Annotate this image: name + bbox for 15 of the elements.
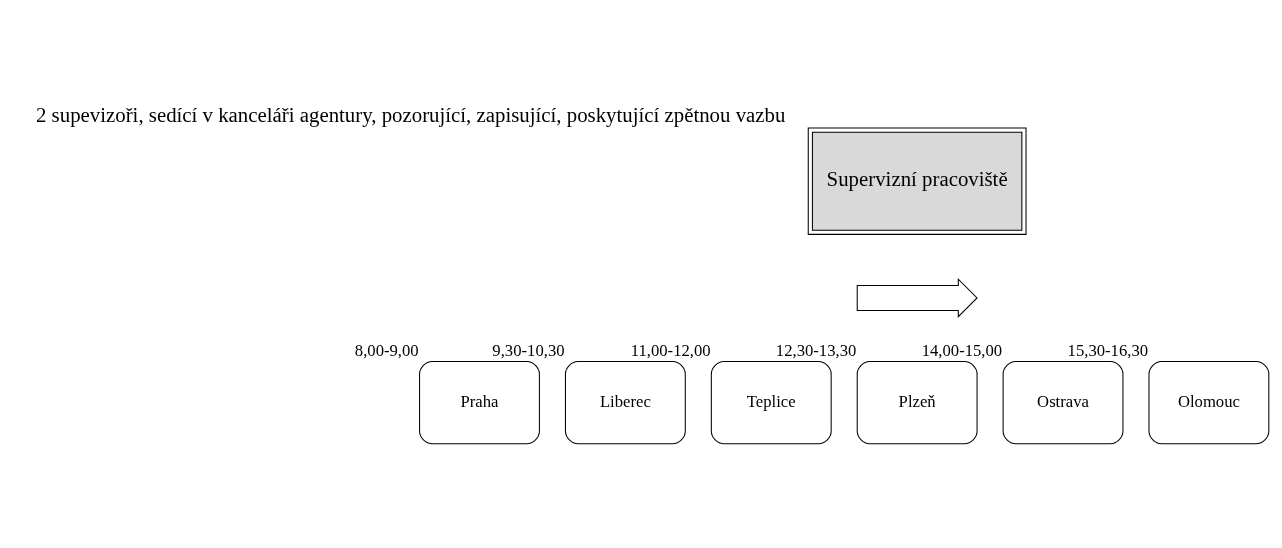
node-label: 12,30-13,30 (775, 340, 857, 360)
node-box: Teplice (710, 360, 832, 444)
node-box: Ostrava (1002, 360, 1124, 444)
node-box: Olomouc (1148, 360, 1270, 444)
node-arrow (856, 277, 978, 318)
node-box: Liberec (564, 360, 686, 444)
node-label: 14,00-15,00 (921, 340, 1003, 360)
node-box: Plzeň (856, 360, 978, 444)
node-box: Praha (419, 360, 540, 444)
node-label: 8,00-9,00 (354, 340, 419, 360)
node-box: Supervizní pracoviště (807, 127, 1027, 235)
node-label: 11,00-12,00 (630, 340, 711, 360)
node-label: 2 supevizoři, sedící v kanceláři agentury, pozorující, zapisující, poskytující zpětnou vazbu (36, 102, 786, 127)
node-label: 9,30-10,30 (492, 340, 565, 360)
node-label: 15,30-16,30 (1067, 340, 1149, 360)
